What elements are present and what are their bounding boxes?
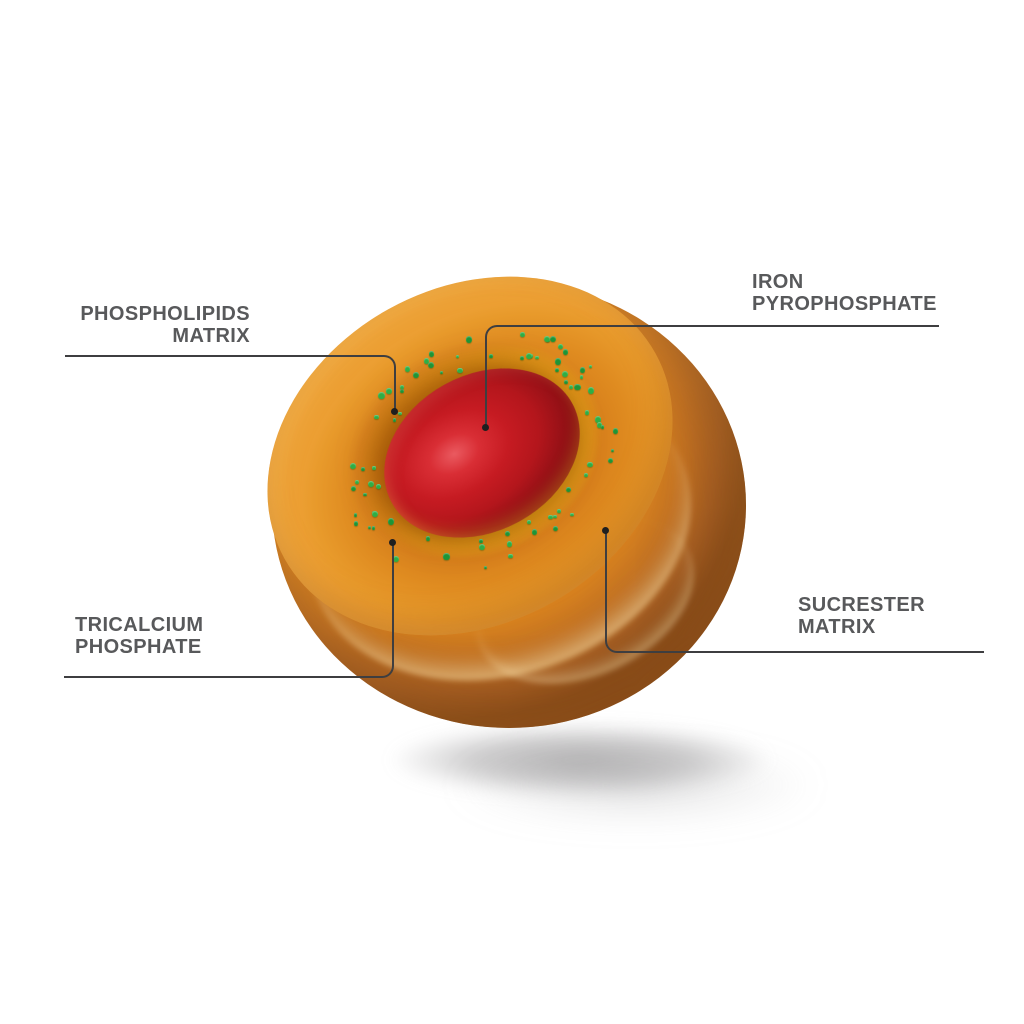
green-speck bbox=[565, 487, 572, 493]
green-speck bbox=[428, 361, 435, 368]
ground-shadow bbox=[380, 722, 780, 798]
green-speck bbox=[361, 466, 366, 471]
green-speck bbox=[392, 418, 397, 422]
green-speck bbox=[399, 384, 404, 390]
green-speck bbox=[587, 461, 593, 468]
green-speck bbox=[428, 351, 434, 357]
pointer-dot-tricalcium bbox=[389, 539, 396, 546]
pointer-dot-phospholipids bbox=[391, 408, 398, 415]
green-speck bbox=[579, 375, 583, 379]
green-speck bbox=[553, 525, 559, 531]
green-speck bbox=[612, 428, 619, 434]
label-line: PYROPHOSPHATE bbox=[752, 293, 937, 315]
green-speck bbox=[387, 518, 394, 525]
green-speck bbox=[457, 367, 463, 374]
green-speck bbox=[584, 410, 590, 415]
green-speck bbox=[354, 479, 359, 484]
green-speck bbox=[569, 512, 574, 517]
green-speck bbox=[397, 411, 402, 416]
green-speck bbox=[386, 388, 392, 395]
green-speck bbox=[610, 448, 615, 452]
label-tricalcium-phosphate: TRICALCIUM PHOSPHATE bbox=[75, 614, 203, 658]
green-speck bbox=[443, 553, 450, 560]
green-speck bbox=[483, 565, 487, 569]
green-speck bbox=[374, 414, 379, 420]
label-line: PHOSPHOLIPIDS bbox=[80, 303, 250, 325]
ground-shadow-soft bbox=[430, 742, 840, 828]
green-speck bbox=[489, 354, 493, 358]
label-phospholipids-matrix: PHOSPHOLIPIDS MATRIX bbox=[30, 303, 250, 347]
green-speck bbox=[506, 541, 513, 548]
green-speck bbox=[584, 473, 589, 478]
green-speck bbox=[439, 371, 444, 375]
green-speck bbox=[596, 421, 603, 428]
green-speck bbox=[557, 509, 562, 514]
green-speck bbox=[362, 492, 367, 497]
green-speck bbox=[478, 539, 483, 543]
green-speck bbox=[393, 556, 399, 563]
green-speck bbox=[549, 336, 557, 343]
green-speck bbox=[507, 553, 513, 559]
green-speck bbox=[367, 526, 372, 530]
green-speck bbox=[587, 387, 595, 394]
green-speck bbox=[535, 355, 539, 360]
green-speck bbox=[425, 536, 431, 541]
green-speck bbox=[600, 425, 605, 429]
green-speck bbox=[526, 353, 533, 360]
green-speck bbox=[372, 466, 376, 470]
green-speck bbox=[526, 520, 531, 525]
green-speck bbox=[563, 380, 568, 384]
green-speck bbox=[562, 349, 569, 355]
green-speck bbox=[554, 358, 562, 365]
leader-line-iron bbox=[485, 325, 939, 430]
green-speck bbox=[399, 389, 404, 394]
green-speck bbox=[558, 344, 564, 349]
green-speck bbox=[423, 358, 430, 364]
green-speck bbox=[375, 483, 382, 490]
label-sucrester-matrix: SUCRESTER MATRIX bbox=[798, 594, 925, 638]
leader-line-phospholipids bbox=[65, 355, 396, 414]
green-speck bbox=[574, 383, 581, 391]
green-speck bbox=[568, 385, 573, 389]
green-speck bbox=[478, 543, 486, 551]
pointer-dot-iron bbox=[482, 424, 489, 431]
leader-line-tricalcium bbox=[64, 543, 394, 678]
green-speck bbox=[520, 355, 524, 360]
green-speck bbox=[465, 336, 473, 343]
green-speck bbox=[531, 529, 538, 535]
green-speck bbox=[594, 416, 601, 423]
green-speck bbox=[562, 371, 569, 378]
green-speck bbox=[405, 366, 411, 372]
green-speck bbox=[548, 515, 553, 520]
label-line: MATRIX bbox=[798, 616, 876, 638]
green-speck bbox=[350, 485, 357, 492]
label-iron-pyrophosphate: IRON PYROPHOSPHATE bbox=[752, 271, 937, 315]
green-speck bbox=[350, 463, 357, 470]
green-speck bbox=[520, 332, 526, 337]
green-speck bbox=[589, 364, 593, 368]
green-speck bbox=[353, 521, 359, 526]
green-speck bbox=[555, 367, 560, 372]
label-line: MATRIX bbox=[172, 325, 250, 347]
label-line: PHOSPHATE bbox=[75, 636, 202, 658]
green-speck bbox=[456, 354, 460, 358]
green-speck bbox=[354, 513, 358, 517]
green-speck bbox=[608, 458, 614, 464]
green-speck bbox=[412, 372, 419, 378]
label-line: SUCRESTER bbox=[798, 594, 925, 616]
green-speck bbox=[371, 511, 378, 517]
green-speck bbox=[579, 367, 585, 373]
green-speck bbox=[367, 480, 374, 487]
green-speck bbox=[371, 526, 376, 530]
label-line: IRON bbox=[752, 271, 804, 293]
green-speck bbox=[553, 514, 557, 519]
label-line: TRICALCIUM bbox=[75, 614, 204, 636]
leader-line-sucrester bbox=[605, 531, 984, 653]
pointer-dot-sucrester bbox=[602, 527, 609, 534]
green-speck bbox=[543, 335, 550, 342]
green-speck bbox=[378, 392, 385, 399]
green-speck bbox=[504, 531, 510, 537]
